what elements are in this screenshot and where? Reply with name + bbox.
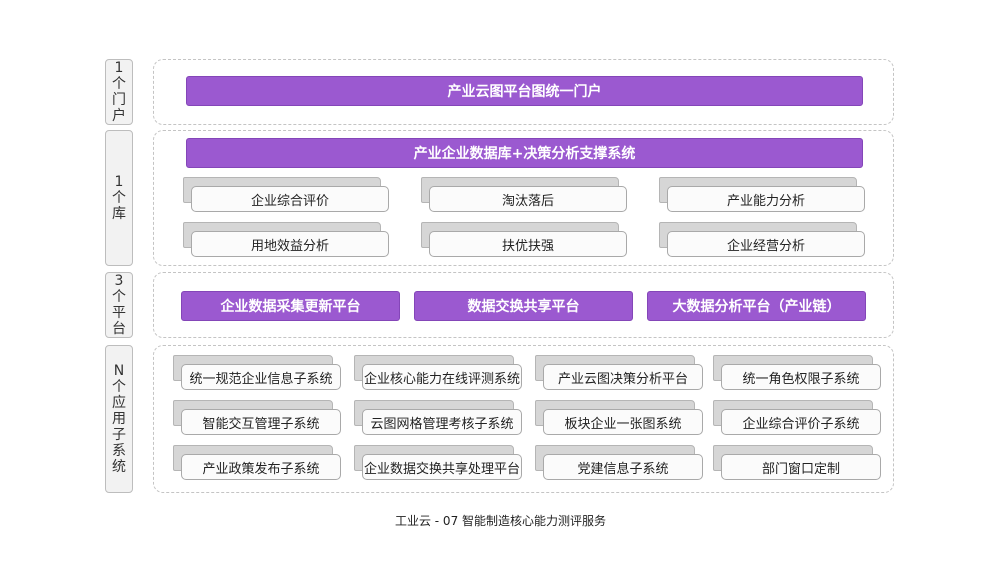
portal-panel (153, 59, 894, 125)
app-item: 板块企业一张图系统 (535, 400, 703, 435)
side-label-text: N个应用子系统 (112, 363, 126, 475)
side-label-apps: N个应用子系统 (105, 345, 133, 493)
side-label-platforms: 3个平台 (105, 272, 133, 338)
portal-bar: 产业云图平台图统一门户 (186, 76, 863, 106)
platforms-panel (153, 272, 894, 338)
app-item: 企业综合评价子系统 (713, 400, 881, 435)
app-item: 党建信息子系统 (535, 445, 703, 480)
library-item: 企业综合评价 (183, 177, 389, 212)
footer-caption: 工业云 - 07 智能制造核心能力测评服务 (394, 514, 607, 528)
side-label-library: 1个库 (105, 130, 133, 266)
library-bar: 产业企业数据库+决策分析支撑系统 (186, 138, 863, 168)
app-item: 智能交互管理子系统 (173, 400, 341, 435)
side-label-portal: 1个门户 (105, 59, 133, 125)
side-label-text: 3个平台 (112, 273, 126, 337)
library-item: 扶优扶强 (421, 222, 627, 257)
platform-bar: 企业数据采集更新平台 (181, 291, 400, 321)
library-item: 淘汰落后 (421, 177, 627, 212)
platform-bar: 数据交换共享平台 (414, 291, 633, 321)
library-item: 用地效益分析 (183, 222, 389, 257)
app-item: 产业云图决策分析平台 (535, 355, 703, 390)
app-item: 产业政策发布子系统 (173, 445, 341, 480)
app-item: 云图网格管理考核子系统 (354, 400, 522, 435)
library-item: 产业能力分析 (659, 177, 865, 212)
platform-bar: 大数据分析平台（产业链） (647, 291, 866, 321)
side-label-text: 1个库 (112, 174, 126, 222)
apps-panel (153, 345, 894, 493)
library-item: 企业经营分析 (659, 222, 865, 257)
library-panel (153, 130, 894, 266)
app-item: 统一角色权限子系统 (713, 355, 881, 390)
app-item: 企业数据交换共享处理平台 (354, 445, 522, 480)
app-item: 部门窗口定制 (713, 445, 881, 480)
app-item: 企业核心能力在线评测系统 (354, 355, 522, 390)
side-label-text: 1个门户 (112, 60, 126, 124)
app-item: 统一规范企业信息子系统 (173, 355, 341, 390)
